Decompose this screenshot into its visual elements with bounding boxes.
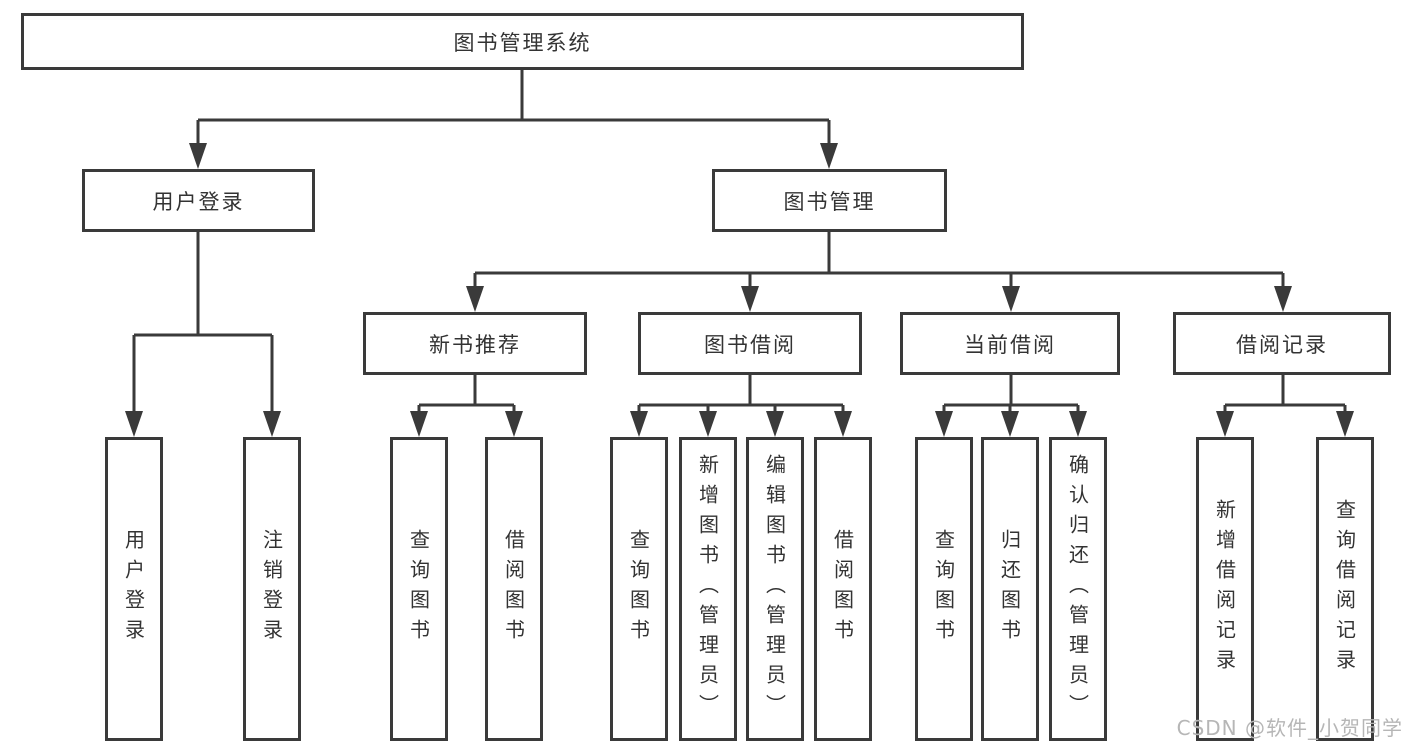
connector-newbook-group [417,375,516,413]
leaf-add-borrow-record: 新增借阅记录 [1196,437,1254,741]
arrowheads [125,143,1354,437]
arrow-icon [935,411,953,437]
node-user-login: 用户登录 [82,169,315,232]
arrow-icon [1002,286,1020,312]
node-book-borrowing: 图书借阅 [638,312,862,375]
leaf-confirm-return-admin: 确认归还（管理员） [1049,437,1107,741]
arrow-icon [263,411,281,437]
arrow-icon [1274,286,1292,312]
csdn-watermark: CSDN @软件_小贺同学 [1176,716,1403,740]
arrow-icon [741,286,759,312]
arrow-icon [766,411,784,437]
arrow-icon [699,411,717,437]
node-borrowing-records: 借阅记录 [1173,312,1391,375]
connector-records-group [1223,375,1347,413]
leaf-query-books-borrow: 查询图书 [610,437,668,741]
node-book-management: 图书管理 [712,169,947,232]
arrow-icon [834,411,852,437]
arrow-icon [630,411,648,437]
arrow-icon [466,286,484,312]
node-current-borrowing: 当前借阅 [900,312,1120,375]
arrow-icon [505,411,523,437]
leaf-borrow-books: 借阅图书 [814,437,872,741]
leaf-user-login: 用户登录 [105,437,163,741]
leaf-return-books: 归还图书 [981,437,1039,741]
node-new-book-recommendation: 新书推荐 [363,312,587,375]
leaf-edit-books-admin: 编辑图书（管理员） [746,437,804,741]
connector-root-to-level2 [196,70,831,145]
arrow-icon [1069,411,1087,437]
node-root-system: 图书管理系统 [21,13,1024,70]
connector-bookborrow-group [637,375,845,413]
arrow-icon [125,411,143,437]
leaf-query-borrow-record: 查询借阅记录 [1316,437,1374,741]
leaf-query-books-current: 查询图书 [915,437,973,741]
arrow-icon [1216,411,1234,437]
connector-currentborrow-group [942,375,1080,413]
leaf-add-books-admin: 新增图书（管理员） [679,437,737,741]
arrow-icon [189,143,207,169]
connector-management-to-level3 [473,232,1285,288]
leaf-borrow-books-recommend: 借阅图书 [485,437,543,741]
leaf-query-books-recommend: 查询图书 [390,437,448,741]
arrow-icon [820,143,838,169]
leaf-logout: 注销登录 [243,437,301,741]
arrow-icon [1001,411,1019,437]
connector-userlogin-group [132,232,274,413]
arrow-icon [410,411,428,437]
arrow-icon [1336,411,1354,437]
